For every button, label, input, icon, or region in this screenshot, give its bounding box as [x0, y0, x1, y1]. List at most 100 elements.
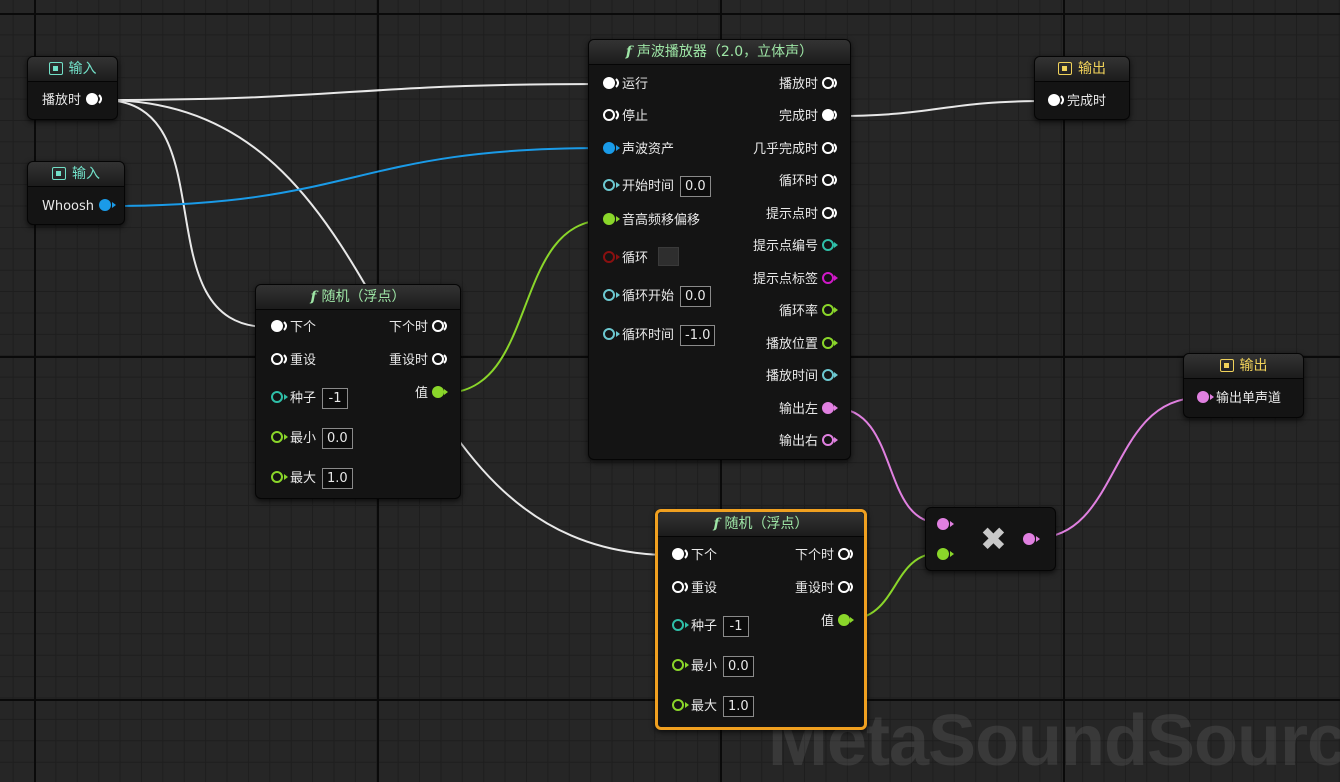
trigger-pin-icon[interactable] — [818, 141, 838, 155]
wave-pin-icon[interactable] — [98, 198, 118, 212]
pin-seed[interactable]: 种子-1 — [270, 388, 349, 409]
pin-value-out[interactable]: 值 — [821, 613, 854, 631]
pin-loop-ratio[interactable]: 循环率 — [779, 303, 838, 321]
pin-reset-out[interactable]: 重设时 — [389, 352, 448, 370]
pin-reset[interactable]: 重设 — [270, 352, 316, 370]
pin-out-mono[interactable]: 输出单声道 — [1196, 390, 1281, 408]
audio-pin-icon[interactable] — [1196, 390, 1216, 404]
time-pin-icon[interactable] — [602, 327, 622, 341]
input-node-play[interactable]: 输入 播放时 — [27, 56, 118, 120]
int-pin-icon[interactable] — [270, 390, 290, 404]
trigger-pin-icon[interactable] — [270, 319, 290, 333]
float-pin-icon[interactable] — [270, 430, 290, 444]
trigger-pin-icon[interactable] — [834, 547, 854, 561]
loop-start-field[interactable]: 0.0 — [680, 286, 711, 307]
pin-on-finished[interactable]: 完成时 — [779, 108, 838, 126]
pin-run[interactable]: 运行 — [602, 76, 648, 94]
audio-pin-icon[interactable] — [818, 401, 838, 415]
pin-cue-point-label[interactable]: 提示点标签 — [753, 271, 838, 289]
trigger-pin-icon[interactable] — [602, 76, 622, 90]
float-pin-icon[interactable] — [818, 303, 838, 317]
time-pin-icon[interactable] — [818, 368, 838, 382]
pin-on-looped[interactable]: 循环时 — [779, 173, 838, 191]
float-pin-icon[interactable] — [671, 698, 691, 712]
pin-cue-point-id[interactable]: 提示点编号 — [753, 238, 838, 256]
pin-next[interactable]: 下个 — [270, 319, 316, 337]
pin-out-left[interactable]: 输出左 — [779, 401, 838, 419]
pin-finished[interactable]: 完成时 — [1047, 93, 1106, 111]
pin-playback-time[interactable]: 播放时间 — [766, 368, 838, 386]
audio-pin-icon[interactable] — [1022, 532, 1042, 546]
pin-playback-location[interactable]: 播放位置 — [766, 336, 838, 354]
trigger-pin-icon[interactable] — [671, 580, 691, 594]
pin-loop-time[interactable]: 循环时间-1.0 — [602, 325, 716, 346]
max-value-field[interactable]: 1.0 — [723, 696, 754, 717]
pin-on-nearly-finished[interactable]: 几乎完成时 — [753, 141, 838, 159]
time-pin-icon[interactable] — [602, 178, 622, 192]
trigger-pin-icon[interactable] — [834, 580, 854, 594]
pin-stop[interactable]: 停止 — [602, 108, 648, 126]
pin-seed[interactable]: 种子-1 — [671, 616, 750, 637]
string-pin-icon[interactable] — [818, 271, 838, 285]
float-pin-icon[interactable] — [602, 212, 622, 226]
loop-time-field[interactable]: -1.0 — [680, 325, 716, 346]
input-node-whoosh[interactable]: 输入 Whoosh — [27, 161, 125, 225]
pin-out-right[interactable]: 输出右 — [779, 433, 838, 451]
pin-wave-asset[interactable]: 声波资产 — [602, 141, 674, 159]
pin-on-play[interactable]: 播放时 — [779, 76, 838, 94]
max-value-field[interactable]: 1.0 — [322, 468, 353, 489]
float-pin-icon[interactable] — [818, 336, 838, 350]
pin-play[interactable]: 播放时 — [42, 92, 105, 110]
float-pin-icon[interactable] — [428, 385, 448, 399]
trigger-pin-icon[interactable] — [818, 76, 838, 90]
pin-next[interactable]: 下个 — [671, 547, 717, 565]
pin-next-out[interactable]: 下个时 — [389, 319, 448, 337]
pin-next-out[interactable]: 下个时 — [795, 547, 854, 565]
time-pin-icon[interactable] — [602, 288, 622, 302]
trigger-pin-icon[interactable] — [270, 352, 290, 366]
float-pin-icon[interactable] — [270, 470, 290, 484]
int-pin-icon[interactable] — [818, 238, 838, 252]
trigger-pin-icon[interactable] — [85, 92, 105, 106]
pin-on-cue-point[interactable]: 提示点时 — [766, 206, 838, 224]
trigger-pin-icon[interactable] — [428, 319, 448, 333]
pin-reset[interactable]: 重设 — [671, 580, 717, 598]
float-pin-icon[interactable] — [834, 613, 854, 627]
audio-pin-icon[interactable] — [818, 433, 838, 447]
pin-pitch-shift[interactable]: 音高频移偏移 — [602, 212, 700, 230]
loop-checkbox[interactable] — [658, 247, 680, 266]
trigger-pin-icon[interactable] — [671, 547, 691, 561]
trigger-pin-icon[interactable] — [818, 173, 838, 187]
output-node-finished[interactable]: 输出 完成时 — [1034, 56, 1130, 120]
pin-loop[interactable]: 循环 — [602, 247, 680, 266]
pin-value-out[interactable]: 值 — [415, 385, 448, 403]
seed-value-field[interactable]: -1 — [322, 388, 349, 409]
wave-pin-icon[interactable] — [602, 141, 622, 155]
min-value-field[interactable]: 0.0 — [723, 656, 754, 677]
trigger-pin-icon[interactable] — [818, 206, 838, 220]
audio-pin-icon[interactable] — [936, 517, 956, 531]
pin-reset-out[interactable]: 重设时 — [795, 580, 854, 598]
min-value-field[interactable]: 0.0 — [322, 428, 353, 449]
trigger-pin-icon[interactable] — [602, 108, 622, 122]
trigger-pin-icon[interactable] — [1047, 93, 1067, 107]
trigger-pin-icon[interactable] — [818, 108, 838, 122]
multiply-node[interactable]: ✖ — [925, 507, 1056, 571]
bool-pin-icon[interactable] — [602, 250, 622, 264]
float-pin-icon[interactable] — [671, 658, 691, 672]
seed-value-field[interactable]: -1 — [723, 616, 750, 637]
trigger-pin-icon[interactable] — [428, 352, 448, 366]
float-pin-icon[interactable] — [936, 547, 956, 561]
int-pin-icon[interactable] — [671, 618, 691, 632]
start-time-field[interactable]: 0.0 — [680, 176, 711, 197]
output-node-mono[interactable]: 输出 输出单声道 — [1183, 353, 1304, 418]
